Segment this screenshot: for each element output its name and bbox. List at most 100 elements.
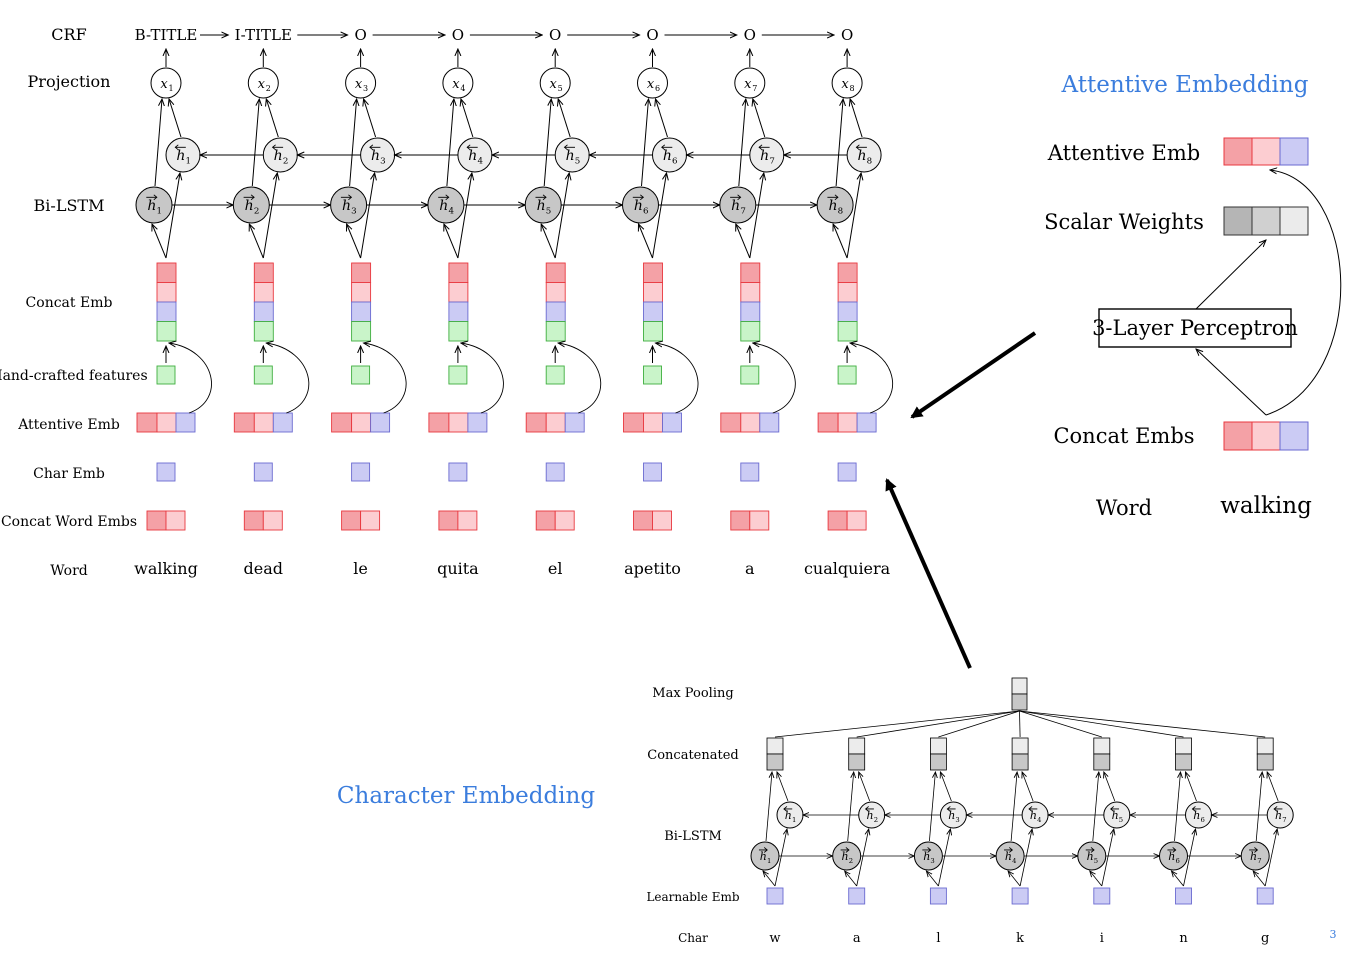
attentive-emb-box — [428, 412, 488, 433]
char-backward-to-concat-arrow — [859, 772, 871, 802]
char-backward-hidden-node-var: h — [1030, 809, 1037, 822]
panel-concat-embs-box — [1223, 421, 1309, 451]
concat-to-maxpool-line — [938, 710, 1020, 738]
forward-hidden-node-var: h — [634, 198, 643, 214]
panel-scalar-weights-box — [1223, 206, 1309, 236]
concat-to-maxpool-line — [774, 710, 1020, 738]
projection-index: 2 — [266, 84, 271, 93]
char-input-to-forward-arrow — [1008, 871, 1021, 887]
char-input-to-forward-arrow — [926, 871, 939, 887]
char-emb-box — [351, 462, 371, 482]
backward-hidden-node-var: h — [566, 148, 575, 164]
backward-hidden-node-var: h — [663, 148, 672, 164]
panel-curve-concat-to-attentive — [1265, 170, 1342, 416]
backward-hidden-node-var: h — [760, 148, 769, 164]
char-token: k — [1016, 931, 1024, 946]
forward-hidden-node-var: h — [828, 198, 837, 214]
char-backward-hidden-node-index: 3 — [955, 816, 959, 824]
concatenated-box — [930, 737, 947, 771]
char-token: g — [1261, 931, 1269, 946]
attentive-emb-box — [136, 412, 196, 433]
concat-word-embs-box — [827, 510, 867, 531]
handcrafted-feature-box — [351, 365, 371, 385]
char-backward-to-concat-arrow — [1104, 772, 1116, 802]
char-backward-hidden-node-var: h — [948, 809, 955, 822]
char-forward-hidden-node-var: h — [842, 850, 849, 863]
forward-hidden-node-index: 6 — [643, 207, 649, 217]
forward-to-projection-arrow — [835, 99, 843, 187]
concat-to-maxpool-line — [1019, 710, 1266, 738]
panel-perceptron-label: 3-Layer Perceptron — [1092, 316, 1298, 340]
label-char-emb: Char Emb — [33, 466, 105, 482]
char-label-concatenated: Concatenated — [647, 748, 738, 763]
concat-word-embs-box — [243, 510, 283, 531]
char-backward-hidden-node-var: h — [867, 809, 874, 822]
char-emb-box — [253, 462, 273, 482]
forward-hidden-node-index: 1 — [157, 207, 163, 217]
word-token: dead — [244, 559, 284, 578]
projection-var: x — [647, 77, 655, 92]
char-input-to-forward-arrow — [1090, 871, 1103, 887]
forward-hidden-node-var: h — [342, 198, 351, 214]
char-input-to-forward-arrow — [1253, 871, 1266, 887]
input-to-backward-arrow — [457, 173, 472, 259]
concat-emb-stack — [837, 262, 858, 342]
backward-hidden-node-var: h — [468, 148, 477, 164]
char-input-to-backward-arrow — [1183, 829, 1196, 887]
forward-hidden-node-var: h — [439, 198, 448, 214]
panel-arrow-concat-to-perceptron — [1196, 349, 1267, 416]
handcrafted-feature-box — [740, 365, 760, 385]
char-backward-hidden-node-index: 5 — [1119, 816, 1123, 824]
attentive-to-concat-curve — [753, 343, 796, 414]
input-to-backward-arrow — [360, 173, 375, 259]
attentive-emb-box — [623, 412, 682, 433]
concat-word-embs-box — [535, 510, 575, 531]
panel-scalar-weights-label: Scalar Weights — [1044, 210, 1204, 234]
input-to-forward-arrow — [736, 224, 751, 259]
projection-index: 3 — [363, 84, 368, 93]
concat-word-embs-box — [730, 510, 770, 531]
label-bilstm: Bi-LSTM — [34, 196, 105, 215]
input-to-backward-arrow — [554, 173, 569, 259]
projection-index: 8 — [850, 84, 855, 93]
input-to-forward-arrow — [347, 224, 362, 259]
char-input-to-backward-arrow — [1019, 829, 1032, 887]
handcrafted-feature-box — [837, 365, 857, 385]
concat-to-maxpool-line — [856, 710, 1020, 738]
learnable-emb-box — [848, 887, 866, 905]
forward-hidden-node-index: 7 — [740, 207, 746, 217]
crf-tag: O — [354, 26, 366, 44]
attentive-embedding-panel: Attentive Embedding Attentive Emb Scalar… — [1044, 72, 1342, 520]
char-label-char: Char — [678, 931, 708, 945]
concat-emb-stack — [253, 262, 274, 342]
char-label-max-pooling: Max Pooling — [652, 686, 733, 701]
char-forward-hidden-node-index: 4 — [1012, 857, 1016, 865]
panel-attentive-emb-label: Attentive Emb — [1047, 141, 1200, 165]
crf-tag: O — [841, 26, 853, 44]
handcrafted-feature-box — [156, 365, 176, 385]
char-forward-hidden-node-index: 2 — [849, 857, 853, 865]
label-concat-emb: Concat Emb — [26, 295, 113, 311]
char-forward-hidden-node-var: h — [1087, 850, 1094, 863]
char-forward-to-concat-arrow — [847, 772, 854, 842]
word-token: a — [745, 559, 755, 578]
label-word: Word — [50, 563, 88, 579]
backward-hidden-node-index: 2 — [283, 157, 289, 167]
